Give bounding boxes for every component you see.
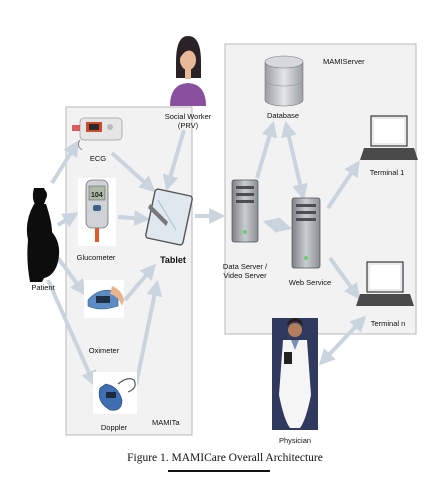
social-worker-label: Social Worker: [165, 112, 212, 121]
web-service-label: Web Service: [289, 278, 331, 287]
connectors: [46, 120, 367, 387]
caption-underline: [168, 470, 270, 472]
svg-text:104: 104: [91, 192, 103, 199]
patient-silhouette-icon: [26, 188, 60, 282]
mamiserver-label: MAMIServer: [323, 57, 365, 66]
patient-label: Patient: [31, 283, 55, 292]
database-label: Database: [267, 111, 299, 120]
oximeter-label: Oximeter: [89, 346, 120, 355]
glucometer-label: Glucometer: [77, 253, 116, 262]
physician-icon: [272, 318, 318, 430]
physician-label: Physician: [279, 436, 311, 445]
tablet-label: Tablet: [160, 255, 186, 265]
terminal-icon: [356, 261, 414, 306]
database-icon: [264, 55, 304, 107]
terminal-1-label: Terminal 1: [370, 168, 405, 177]
doppler-label: Doppler: [101, 423, 128, 432]
mamita-label: MAMITa: [152, 418, 180, 427]
terminal-icon: [360, 115, 418, 160]
figure-caption: Figure 1. MAMICare Overall Architecture: [127, 452, 323, 464]
tablet-icon: [145, 188, 193, 246]
social-worker-sublabel: (PRV): [178, 121, 199, 130]
ecg-device-icon: [72, 117, 123, 151]
oximeter-icon: [84, 280, 124, 318]
server-icon: [231, 179, 259, 243]
ecg-label: ECG: [90, 154, 106, 163]
data-server-label-line2: Video Server: [223, 271, 267, 280]
social-worker-icon: [170, 36, 206, 106]
data-server-label-line1: Data Server /: [223, 262, 268, 271]
server-icon: [291, 197, 321, 269]
doppler-icon: [93, 372, 137, 414]
glucometer-icon: 104: [78, 178, 116, 246]
terminal-n-label: Terminal n: [371, 319, 406, 328]
